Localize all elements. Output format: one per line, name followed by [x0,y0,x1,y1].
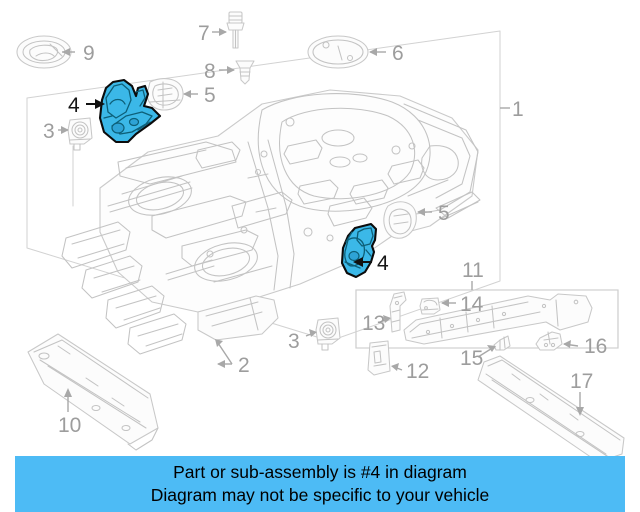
inset-main-rail [403,293,593,345]
callout-4-upper-label: 4 [68,94,80,117]
info-banner: Part or sub-assembly is #4 in diagram Di… [15,456,625,512]
callout-10: 10 [58,388,81,437]
inset-subassembly-box-11 [355,289,619,349]
callout-6-label: 6 [392,42,404,65]
callout-9: 9 [62,42,95,65]
callout-8-label: 8 [204,60,216,83]
callout-3-upper-label: 3 [43,120,55,143]
callout-11-label: 11 [462,259,484,282]
callout-5-lower: 5 [417,202,450,225]
callout-2-label: 2 [238,354,250,377]
callout-5-upper: 5 [183,84,216,107]
callout-3-lower-label: 3 [288,330,300,353]
callout-3-upper: 3 [43,120,69,143]
rear-floor-pan-assembly [61,89,481,355]
callout-13: 13 [362,312,391,335]
callout-14-label: 14 [460,293,484,316]
callout-17-label: 17 [570,370,593,393]
callout-12: 12 [391,360,429,383]
part-17-rocker-rail [477,355,625,463]
banner-line-2: Diagram may not be specific to your vehi… [150,485,490,505]
callout-13-label: 13 [362,312,385,335]
callout-4-lower: 4 [353,252,389,275]
callout-6: 6 [369,42,404,65]
part-3-bracket-upper [67,117,93,151]
callout-11: 11 [462,259,484,290]
part-6-oval-plug [307,35,369,69]
part-7-bolt [226,11,245,49]
part-8-clip [235,60,255,85]
floor-pan-boundary [26,30,501,342]
callout-16-label: 16 [584,335,607,358]
callout-5-upper-label: 5 [204,84,216,107]
callout-17: 17 [570,370,593,416]
callout-7-label: 7 [198,22,210,45]
callout-1-label: 1 [512,98,524,121]
callout-4-lower-label: 4 [377,252,389,275]
part-14-cap-bracket [419,297,441,315]
part-5-grommet-lower [383,201,417,239]
callout-2: 2 [215,339,250,377]
callout-12-label: 12 [406,360,429,383]
callout-3-lower: 3 [288,329,317,353]
part-10-sill-reinforcement [27,333,159,451]
callout-10-label: 10 [58,414,81,437]
part-16-mount-bracket [535,331,563,351]
callout-16: 16 [563,335,607,358]
callout-14: 14 [441,293,484,316]
callout-15: 15 [460,345,496,370]
part-13-angled-bracket [389,291,407,333]
banner-line-1: Part or sub-assembly is #4 in diagram [173,462,467,482]
highlighted-part-4-upper [98,78,162,144]
highlighted-part-4-lower [340,222,378,279]
part-12-flat-plate [367,340,391,376]
callout-8: 8 [204,60,235,83]
part-5-grommet-upper [146,78,184,111]
callout-7: 7 [198,22,227,45]
part-15-tab-bracket [493,335,511,351]
callout-15-label: 15 [460,347,483,370]
callout-9-label: 9 [83,42,95,65]
part-3-bracket-lower [315,317,341,351]
callout-1: 1 [500,98,524,121]
callout-5-lower-label: 5 [438,202,450,225]
callout-4-upper: 4 [68,94,105,117]
